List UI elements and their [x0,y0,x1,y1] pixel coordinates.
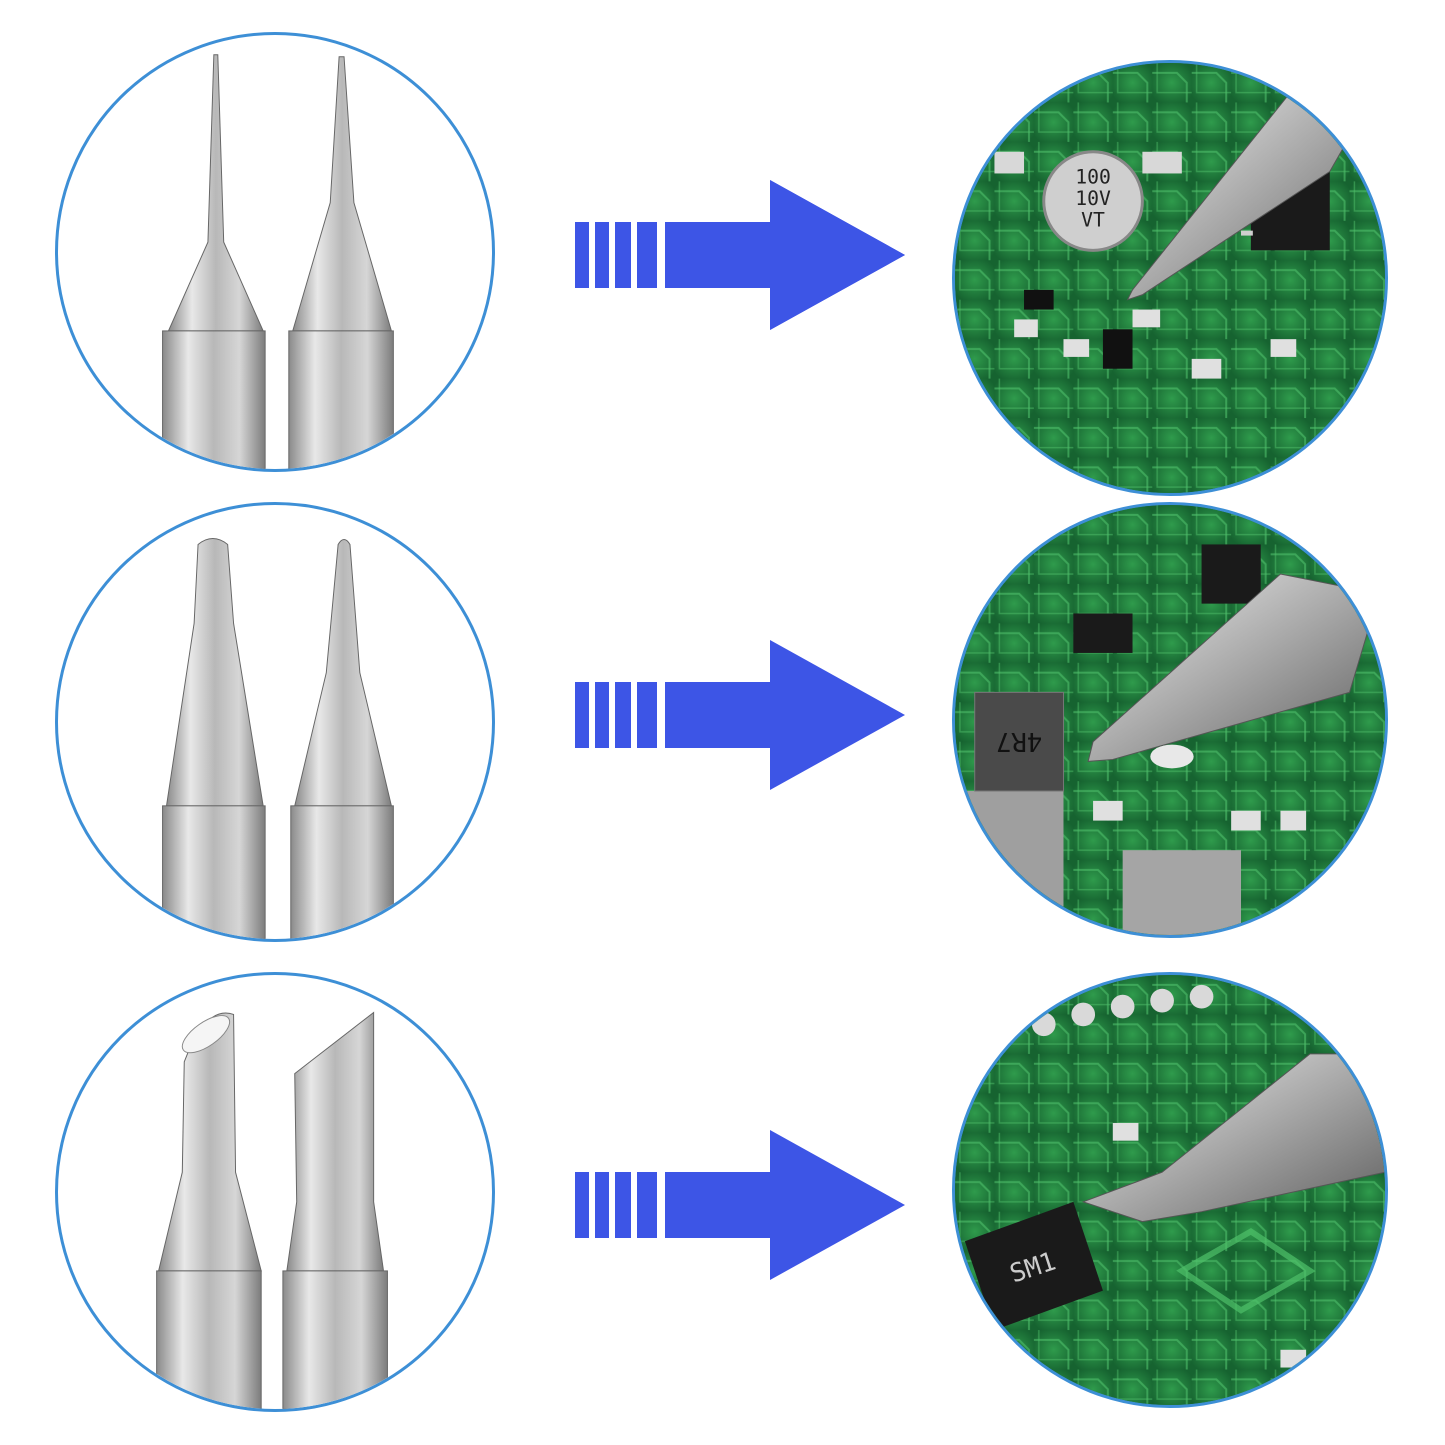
dashed-arrow-right-icon [575,640,905,790]
capacitor-label-1: 100 [1075,165,1111,188]
capacitor-label-3: VT [1081,209,1105,232]
pcb-soldering-photo: SM1 [955,975,1385,1405]
pcb-circle: SM1 [952,972,1388,1408]
bevel-conical-tips-image [162,538,394,939]
row-knife-tips: SM1 [0,960,1445,1430]
pcb-circle: 100 10V VT [952,60,1388,496]
conical-tips-image [162,54,394,469]
tips-circle [55,502,495,942]
inductor-label: 4R7 [996,726,1042,756]
pcb-circle: 4R7 [952,502,1388,938]
capacitor-label-2: 10V [1075,187,1111,210]
pcb-soldering-photo: 100 10V VT [955,63,1385,493]
beveled-knife-tips-image [156,1011,388,1409]
pcb-soldering-photo: 4R7 [955,505,1385,935]
row-conical-tips: 100 10V VT [0,20,1445,496]
tips-circle [55,32,495,472]
dashed-arrow-right-icon [575,1130,905,1280]
tips-circle [55,972,495,1412]
dashed-arrow-right-icon [575,180,905,330]
row-bevel-conical-tips: 4R7 [0,490,1445,960]
